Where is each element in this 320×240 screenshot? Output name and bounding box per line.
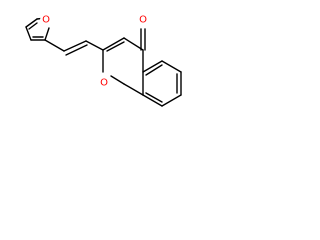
pyranone-ring: [102, 37, 144, 85]
ring-oxygen-mask: [98, 77, 110, 89]
carbonyl-group: [140, 28, 146, 51]
atom-labels: O O O: [40, 14, 149, 89]
bond-c8a-o1: [110, 75, 125, 85]
furan-oxygen-label: O: [42, 15, 50, 26]
bond-c5-c6: [161, 60, 182, 73]
bond-c2-c3-inner: [106, 41, 125, 52]
furan-oxygen-mask: [40, 14, 52, 26]
bond-c2-c3: [102, 37, 125, 51]
vinyl-linker: [44, 39, 104, 56]
bond-c8a-o1-link: [123, 83, 144, 96]
bond-c8-c8a: [142, 94, 163, 107]
bond-c7-c8: [161, 94, 182, 107]
bond-vinyl-double-inner: [65, 44, 88, 56]
bond-vinyl-double: [63, 40, 87, 52]
ring-oxygen-label: O: [100, 78, 108, 89]
bond-furan-c5-c4-inner: [28, 22, 38, 30]
bond-furan-c2-o: [44, 27, 50, 41]
bond-c3-c4: [123, 37, 144, 51]
carbonyl-oxygen-label: O: [139, 15, 147, 26]
bond-c4a-c5: [142, 60, 163, 73]
benzene-ring: [123, 60, 182, 107]
chemical-structure-diagram: O O O: [25, 14, 182, 107]
bond-furan-c4-c3: [25, 26, 32, 41]
bond-c8-c8a-inner: [145, 92, 163, 103]
bond-furan-c5-c4: [25, 18, 38, 28]
bond-vinyl-to-chromone: [85, 40, 104, 51]
bond-c4a-c5-inner: [145, 64, 163, 76]
bond-furan-to-vinyl: [44, 39, 65, 52]
carbonyl-oxygen-mask: [137, 14, 149, 26]
